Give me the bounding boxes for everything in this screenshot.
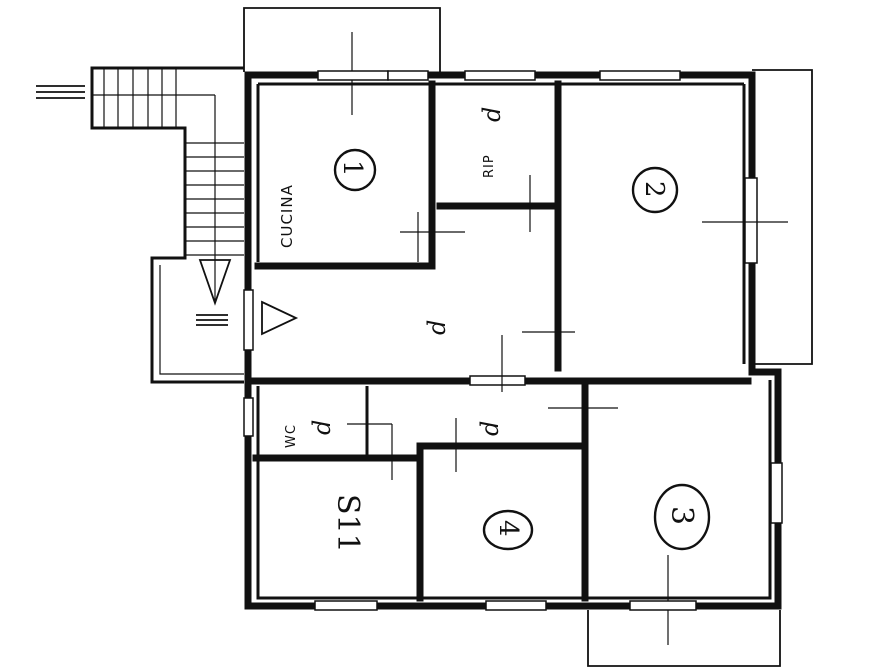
room-storage: RIP d: [478, 107, 506, 178]
stair-treads-horizontal-run: [103, 68, 177, 128]
corridor-lower: d: [476, 421, 504, 436]
right-balcony: [752, 69, 813, 365]
room-3: 3: [653, 483, 711, 551]
room-4-badge: [482, 509, 534, 551]
stair-access-marker-icon: [36, 85, 85, 99]
room-wc: WC d: [284, 420, 336, 448]
room-kitchen: CUCINA 1: [278, 148, 377, 248]
entrance-arrow-icon: [261, 300, 299, 336]
room-3-badge: [653, 483, 711, 551]
door-markers: [347, 175, 788, 480]
wc-label: WC: [284, 424, 299, 448]
room-s11: S11: [330, 494, 365, 553]
kitchen-label: CUCINA: [278, 184, 296, 248]
stair-direction-arrow-icon: [198, 259, 232, 306]
room-1-badge: [333, 148, 377, 192]
stair-treads-vertical-run: [185, 142, 244, 256]
room-4-number: 4: [493, 520, 523, 537]
room-4: 4: [482, 509, 534, 551]
room-2: 2: [631, 166, 679, 214]
room-3-number: 3: [664, 506, 699, 525]
room-2-number: 2: [639, 181, 669, 198]
room-1-number: 1: [337, 160, 367, 177]
s11-label: S11: [330, 494, 365, 553]
corridor-upper-symbol: d: [423, 320, 451, 335]
corridor-lower-symbol: d: [476, 421, 504, 436]
storage-label: RIP: [482, 154, 497, 178]
outer-walls: [244, 71, 782, 610]
bottom-balcony: [587, 555, 781, 667]
windows: [243, 70, 783, 611]
wc-door-symbol: d: [308, 420, 336, 435]
top-balcony: [243, 7, 441, 115]
corridor-upper: d: [423, 320, 451, 335]
external-staircase: [36, 66, 244, 384]
room-2-badge: [631, 166, 679, 214]
entrance-access-marker-icon: [196, 314, 228, 326]
storage-door-symbol: d: [478, 107, 506, 122]
